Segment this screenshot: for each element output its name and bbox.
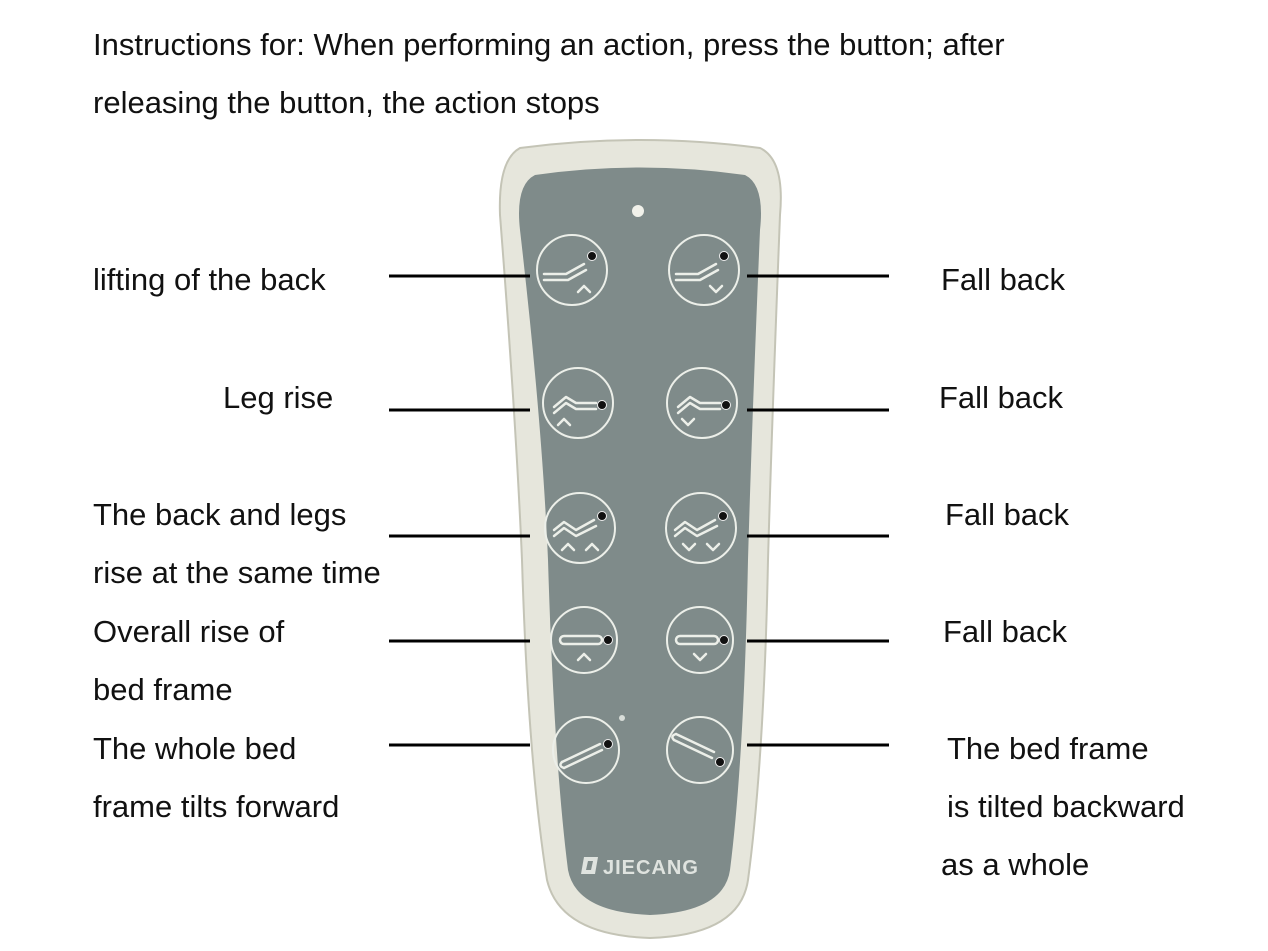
label-back-lift: lifting of the back — [93, 262, 326, 297]
brand-name: JIECANG — [603, 857, 699, 879]
label-back-fall: Fall back — [941, 262, 1066, 297]
both-rise-button[interactable] — [544, 492, 616, 564]
small-dot — [619, 715, 625, 721]
label-tilt-forward: The whole bed frame tilts forward — [93, 731, 340, 824]
back-down-icon — [674, 251, 729, 294]
bed-down-icon — [674, 634, 729, 662]
leg-fall-button[interactable] — [666, 367, 738, 439]
label-leg-rise: Leg rise — [223, 380, 334, 415]
label-both-fall: Fall back — [945, 497, 1070, 532]
back-up-icon — [542, 251, 597, 294]
tilt-backward-icon — [671, 732, 725, 767]
label-overall-rise: Overall rise of bed frame — [93, 614, 285, 707]
tilt-backward-button[interactable] — [666, 716, 734, 784]
remote-face — [519, 167, 761, 915]
back-fall-button[interactable] — [668, 234, 740, 306]
both-fall-button[interactable] — [665, 492, 737, 564]
jiecang-logo: JIECANG — [581, 857, 699, 879]
label-both-rise: The back and legs rise at the same time — [93, 497, 381, 590]
tilt-forward-button[interactable] — [552, 716, 620, 784]
bed-up-icon — [558, 634, 613, 662]
label-leg-fall: Fall back — [939, 380, 1064, 415]
label-overall-fall: Fall back — [943, 614, 1068, 649]
label-tilt-backward: The bed frame is tilted backward as a wh… — [941, 731, 1185, 882]
overall-fall-button[interactable] — [666, 606, 734, 674]
leg-down-icon — [676, 395, 731, 427]
leg-rise-button[interactable] — [542, 367, 614, 439]
back-lift-button[interactable] — [536, 234, 608, 306]
indicator-light — [632, 205, 644, 217]
instructions-line-1: Instructions for: When performing an act… — [93, 27, 1005, 62]
back-legs-up-icon — [552, 511, 607, 552]
leader-lines — [389, 274, 889, 747]
tilt-forward-icon — [559, 739, 613, 770]
overall-rise-button[interactable] — [550, 606, 618, 674]
back-legs-down-icon — [673, 511, 728, 552]
leg-up-icon — [552, 395, 607, 427]
instructions-line-2: releasing the button, the action stops — [93, 85, 600, 120]
